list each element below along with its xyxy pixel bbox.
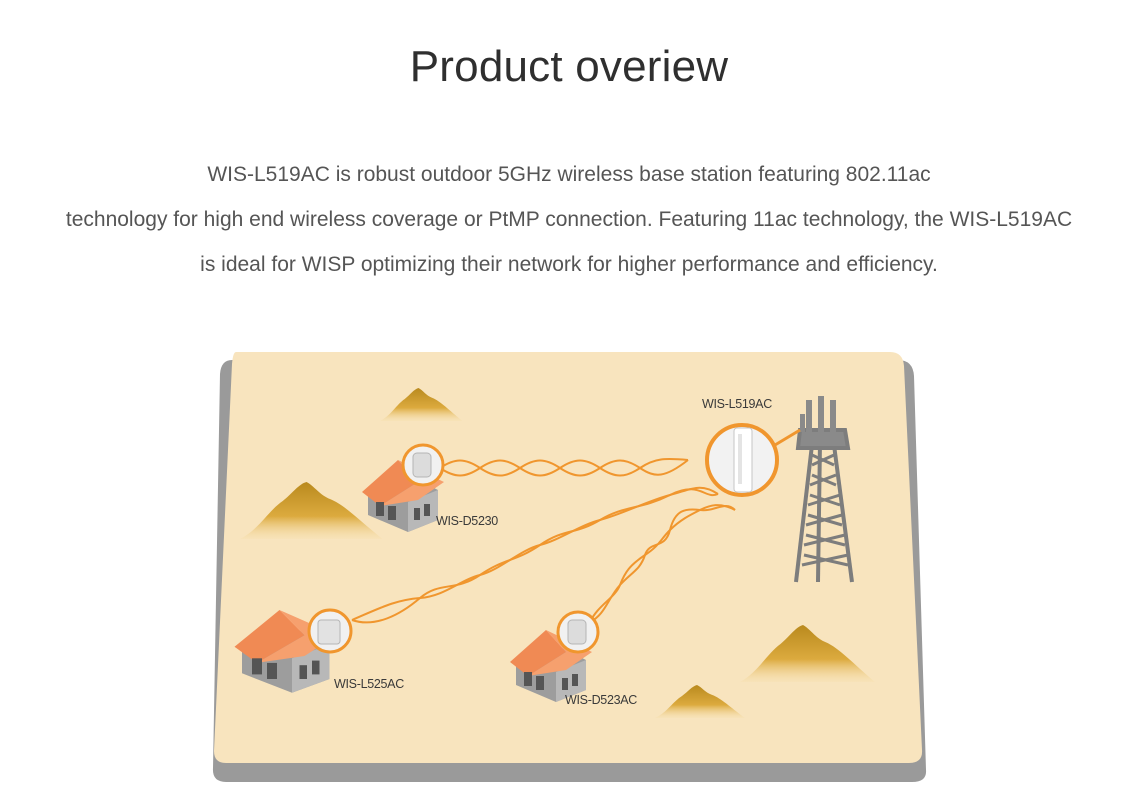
client-label-left: WIS-L525AC <box>334 677 404 691</box>
product-description: WIS-L519AC is robust outdoor 5GHz wirele… <box>0 152 1122 287</box>
client-label-top: WIS-D5230 <box>436 514 498 528</box>
network-diagram: WIS-L519AC WIS-D5230 WIS-L525AC WIS-D523… <box>0 330 1122 803</box>
base-station-icon <box>705 423 801 497</box>
network-diagram-illustration: WIS-L519AC WIS-D5230 WIS-L525AC WIS-D523… <box>212 352 927 782</box>
client-device-left-icon <box>307 608 353 654</box>
description-line-2: technology for high end wireless coverag… <box>65 208 1073 231</box>
description-line-1: WIS-L519AC is robust outdoor 5GHz wirele… <box>207 163 931 186</box>
client-device-top-icon <box>401 443 445 487</box>
description-line-3: is ideal for WISP optimizing their netwo… <box>200 253 938 276</box>
page-title: Product overiew <box>409 42 729 91</box>
tower-icon <box>794 396 854 583</box>
base-station-label: WIS-L519AC <box>702 397 772 411</box>
client-device-bottom-icon <box>556 610 600 654</box>
client-label-bottom: WIS-D523AC <box>565 693 637 707</box>
